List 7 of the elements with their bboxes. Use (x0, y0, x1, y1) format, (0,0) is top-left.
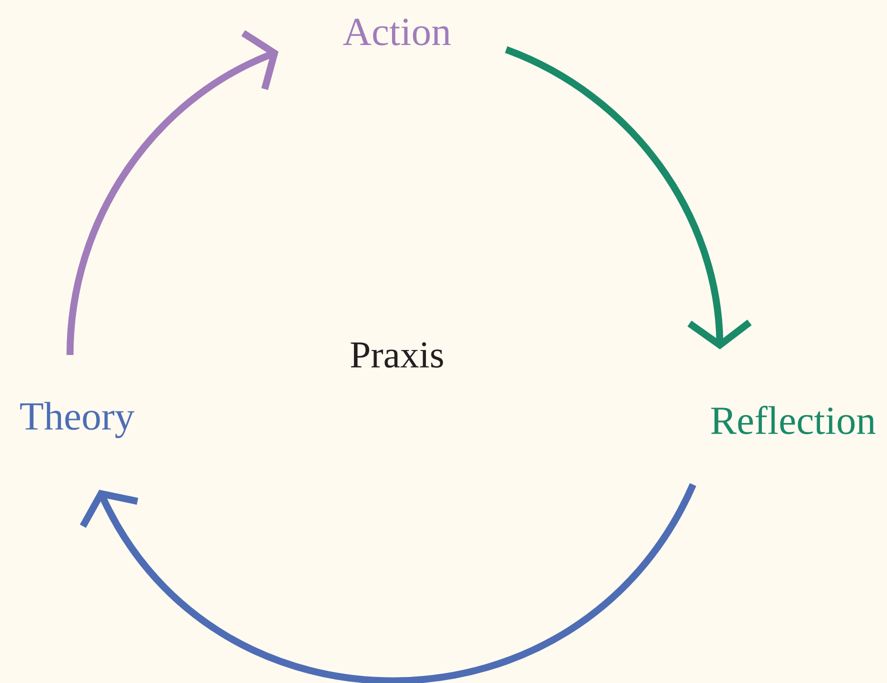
center-label: Praxis (350, 342, 443, 368)
arrow (66, 30, 279, 356)
stage-label: Reflection (711, 406, 876, 434)
stage-label: Action (343, 18, 451, 46)
arrow (504, 46, 752, 350)
stage-label: Theory (20, 402, 134, 438)
arrow (80, 482, 696, 683)
